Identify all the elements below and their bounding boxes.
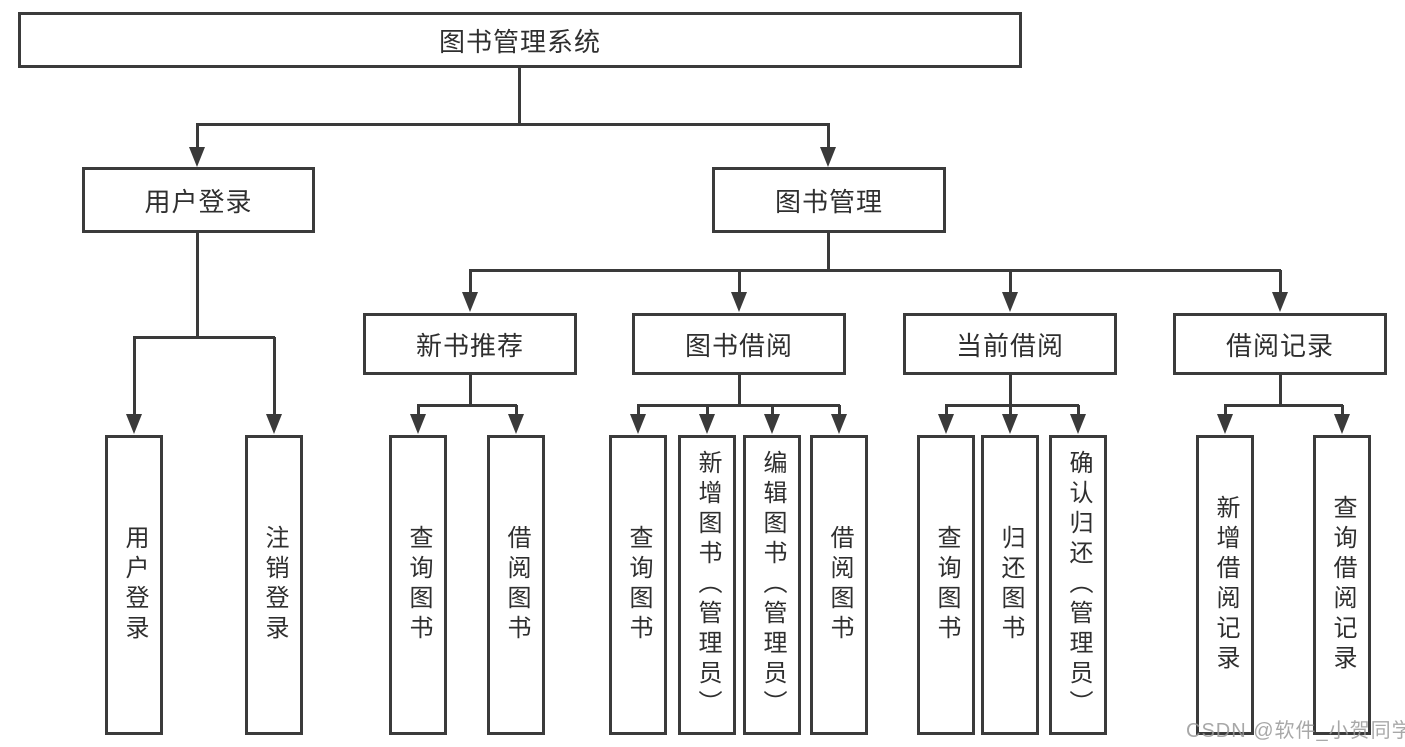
arrowhead-down	[1002, 292, 1018, 312]
node-label: 借阅记录	[1225, 330, 1334, 361]
arrowhead-down	[126, 414, 142, 434]
watermark: CSDN @软件_小贺同学	[1186, 720, 1405, 742]
connector-bar	[469, 269, 1281, 272]
node-label: 图书管理	[774, 186, 883, 217]
connector-bar	[196, 123, 830, 126]
node-borrowing-records: 借阅记录	[1173, 313, 1387, 375]
connector-shaft	[838, 405, 841, 418]
arrowhead-down	[1272, 292, 1288, 312]
leaf-cb-return-books: 归还图书	[981, 435, 1039, 735]
leaf-br-add-borrow-record: 新增借阅记录	[1196, 435, 1254, 735]
connector-shaft	[771, 405, 774, 418]
node-label: 用户登录	[121, 525, 148, 645]
node-label: 新书推荐	[415, 330, 524, 361]
arrowhead-down	[764, 414, 780, 434]
node-label: 查询图书	[933, 525, 960, 645]
connector-shaft	[1009, 270, 1012, 296]
arrowhead-down	[630, 414, 646, 434]
connector-shaft	[637, 405, 640, 418]
node-label: 借阅图书	[826, 525, 853, 645]
leaf-bb-borrow-books: 借阅图书	[810, 435, 868, 735]
connector-bar	[637, 404, 840, 407]
node-library-management-system: 图书管理系统	[18, 12, 1022, 68]
arrowhead-down	[1070, 414, 1086, 434]
arrowhead-down	[831, 414, 847, 434]
connector-stem	[196, 233, 199, 339]
connector-stem	[738, 375, 741, 407]
node-label: 当前借阅	[955, 330, 1064, 361]
connector-bar	[133, 336, 275, 339]
arrowhead-down	[1217, 414, 1233, 434]
arrowhead-down	[699, 414, 715, 434]
leaf-br-query-borrow-record: 查询借阅记录	[1313, 435, 1371, 735]
node-label: 用户登录	[144, 186, 253, 217]
connector-bar	[417, 404, 517, 407]
connector-stem	[518, 68, 521, 124]
node-label: 查询借阅记录	[1329, 495, 1356, 675]
connector-shaft	[1341, 405, 1344, 418]
node-user-login-branch: 用户登录	[82, 167, 315, 233]
arrowhead-down	[410, 414, 426, 434]
leaf-user-login: 用户登录	[105, 435, 163, 735]
arrowhead-down	[508, 414, 524, 434]
leaf-cb-confirm-return-admin: 确认归还（管理员）	[1049, 435, 1107, 735]
arrowhead-down	[820, 147, 836, 167]
connector-stem	[469, 375, 472, 407]
arrowhead-down	[731, 292, 747, 312]
arrowhead-down	[462, 292, 478, 312]
connector-shaft	[273, 337, 276, 418]
leaf-nb-query-books: 查询图书	[389, 435, 447, 735]
node-label: 确认归还（管理员）	[1065, 450, 1092, 720]
connector-shaft	[827, 124, 830, 151]
arrowhead-down	[1002, 414, 1018, 434]
node-label: 编辑图书（管理员）	[759, 450, 786, 720]
node-label: 新增图书（管理员）	[694, 450, 721, 720]
connector-shaft	[133, 337, 136, 418]
leaf-bb-add-book-admin: 新增图书（管理员）	[678, 435, 736, 735]
node-label: 注销登录	[261, 525, 288, 645]
node-label: 新增借阅记录	[1212, 495, 1239, 675]
node-book-borrowing: 图书借阅	[632, 313, 846, 375]
arrowhead-down	[1334, 414, 1350, 434]
arrowhead-down	[266, 414, 282, 434]
node-label: 图书借阅	[684, 330, 793, 361]
leaf-logout: 注销登录	[245, 435, 303, 735]
connector-shaft	[1009, 405, 1012, 418]
node-label: 归还图书	[997, 525, 1024, 645]
node-book-management-branch: 图书管理	[712, 167, 946, 233]
connector-shaft	[706, 405, 709, 418]
connector-shaft	[1279, 270, 1282, 296]
connector-shaft	[196, 124, 199, 151]
leaf-cb-query-books: 查询图书	[917, 435, 975, 735]
connector-shaft	[945, 405, 948, 418]
leaf-nb-borrow-books: 借阅图书	[487, 435, 545, 735]
leaf-bb-query-books: 查询图书	[609, 435, 667, 735]
leaf-bb-edit-book-admin: 编辑图书（管理员）	[743, 435, 801, 735]
connector-shaft	[417, 405, 420, 418]
node-label: 借阅图书	[503, 525, 530, 645]
arrowhead-down	[938, 414, 954, 434]
connector-bar	[945, 404, 1079, 407]
node-label: 查询图书	[625, 525, 652, 645]
arrowhead-down	[189, 147, 205, 167]
node-new-book-recommendation: 新书推荐	[363, 313, 577, 375]
connector-shaft	[1224, 405, 1227, 418]
connector-shaft	[738, 270, 741, 296]
connector-stem	[1279, 375, 1282, 407]
connector-shaft	[515, 405, 518, 418]
node-label: 查询图书	[405, 525, 432, 645]
connector-bar	[1224, 404, 1343, 407]
connector-shaft	[1077, 405, 1080, 418]
connector-stem	[827, 233, 830, 272]
connector-shaft	[469, 270, 472, 296]
node-label: 图书管理系统	[438, 26, 601, 57]
connector-stem	[1009, 375, 1012, 407]
node-current-borrowing: 当前借阅	[903, 313, 1117, 375]
